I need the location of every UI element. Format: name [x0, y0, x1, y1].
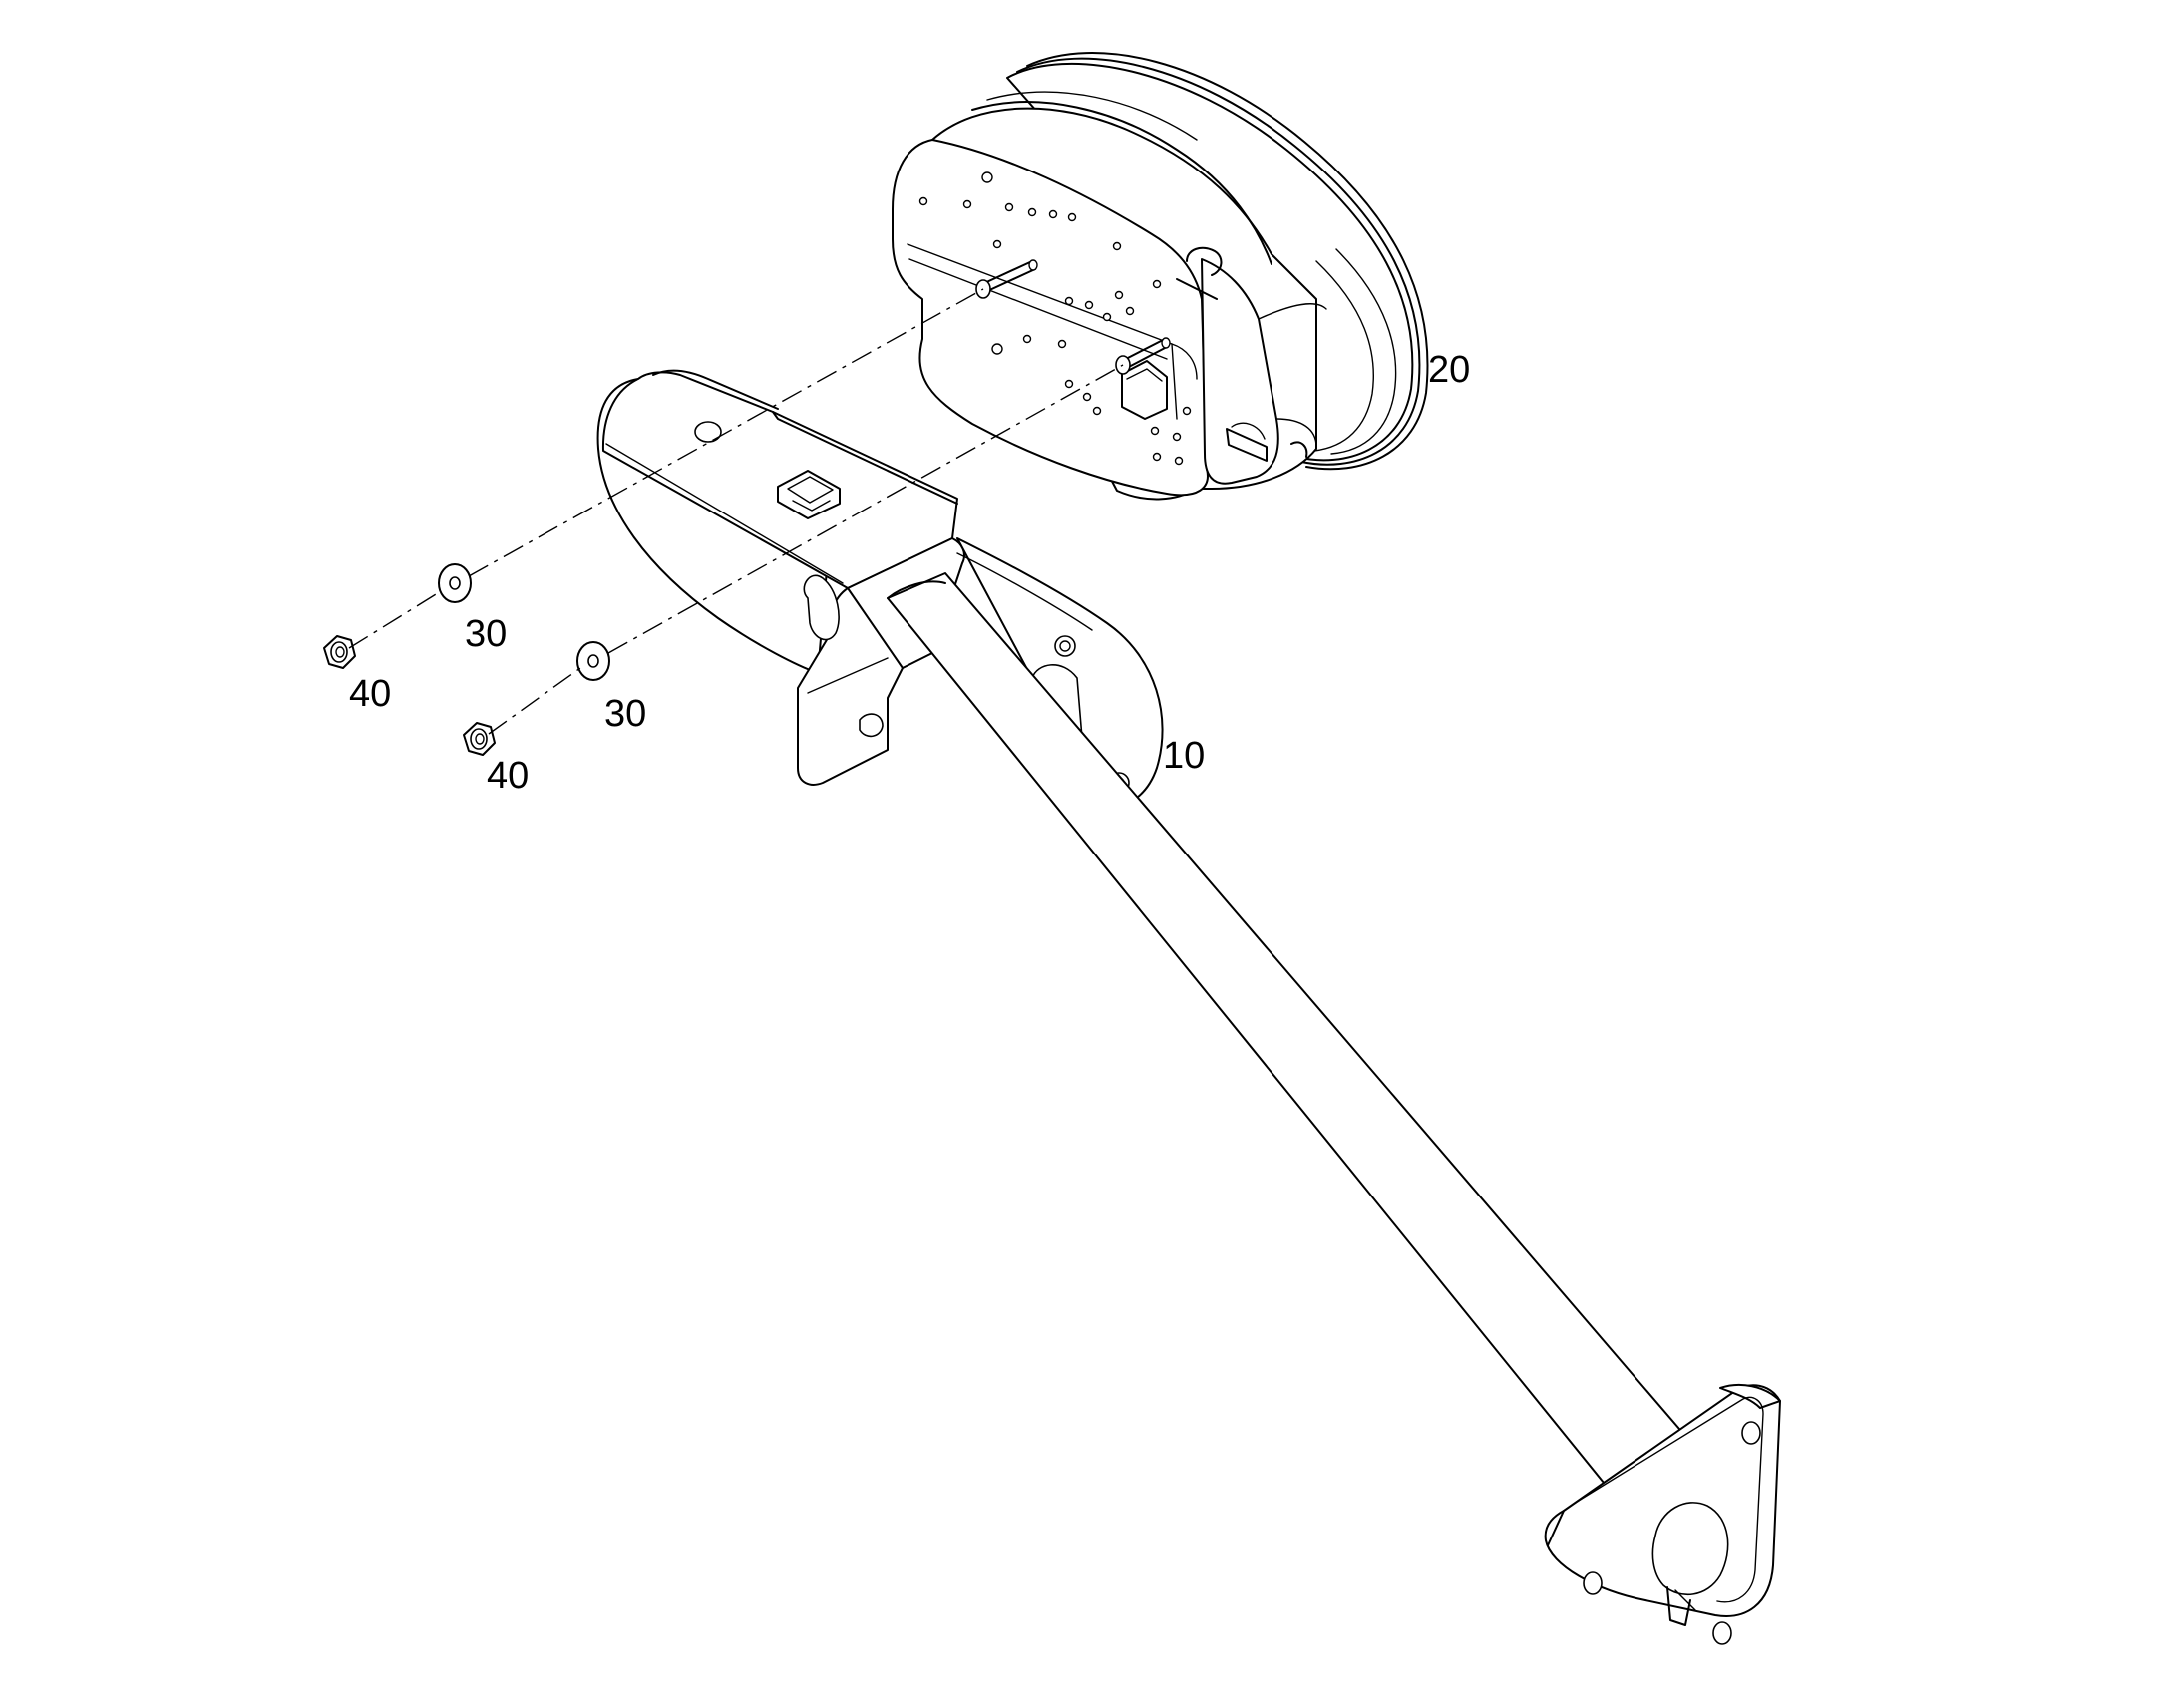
- post-tube: [887, 572, 1716, 1541]
- lamp-side-panel: [1201, 258, 1279, 485]
- callout-lamp: 20: [1428, 349, 1470, 391]
- washer-upper: [438, 563, 472, 603]
- callout-nut-lower: 40: [487, 755, 529, 797]
- bracket-top-hole: [694, 421, 722, 443]
- flange-hole-right: [1712, 1621, 1732, 1645]
- nut-lower: [463, 722, 496, 756]
- nut-upper: [323, 635, 356, 669]
- lamp-housing: [892, 52, 1429, 501]
- lamp-stud-upper: [981, 260, 1033, 285]
- callout-nut-upper: 40: [349, 673, 391, 715]
- bracket-assembly: [596, 369, 1781, 1645]
- flange-hole-left: [1583, 1571, 1603, 1595]
- assembly-centerlines: [348, 288, 1124, 735]
- callout-washer-lower: 30: [604, 693, 646, 735]
- callout-washer-upper: 30: [465, 613, 507, 655]
- washer-lower: [576, 641, 610, 681]
- lamp-stud-lower: [1121, 338, 1166, 362]
- flange-center-bore: [1651, 1502, 1729, 1596]
- callout-bracket: 10: [1163, 735, 1205, 777]
- bracket-square-slot: [777, 470, 841, 519]
- flange-hole-top: [1741, 1421, 1761, 1445]
- lamp-surface-dots: [918, 171, 1192, 466]
- front-plate-slot: [803, 574, 840, 641]
